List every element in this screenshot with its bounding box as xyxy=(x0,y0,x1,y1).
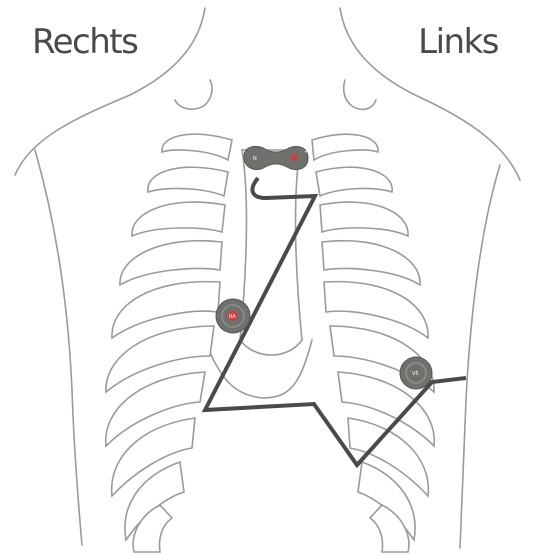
rib xyxy=(316,167,392,196)
rib xyxy=(120,241,222,285)
left-arm-line xyxy=(35,150,82,545)
ribs-left xyxy=(106,134,232,552)
electrode-right-label: RA xyxy=(229,314,236,320)
sensor-label-right: + xyxy=(304,149,308,155)
rib xyxy=(320,202,408,236)
rib xyxy=(312,134,378,160)
left-clavicle-notch xyxy=(175,80,212,109)
rib xyxy=(322,241,420,285)
electrode-left: V5 xyxy=(400,357,432,389)
right-shoulder-line xyxy=(340,8,520,180)
rib xyxy=(162,134,232,160)
right-clavicle-notch xyxy=(344,80,376,109)
rib xyxy=(148,167,228,196)
ribs-right xyxy=(312,134,434,552)
electrode-dot xyxy=(292,155,298,161)
rib xyxy=(132,202,225,236)
sensor-label-left: N xyxy=(253,156,257,162)
electrode-left-label: V5 xyxy=(412,371,419,377)
electrode-right: RA xyxy=(216,299,250,333)
right-arm-line xyxy=(460,165,500,548)
